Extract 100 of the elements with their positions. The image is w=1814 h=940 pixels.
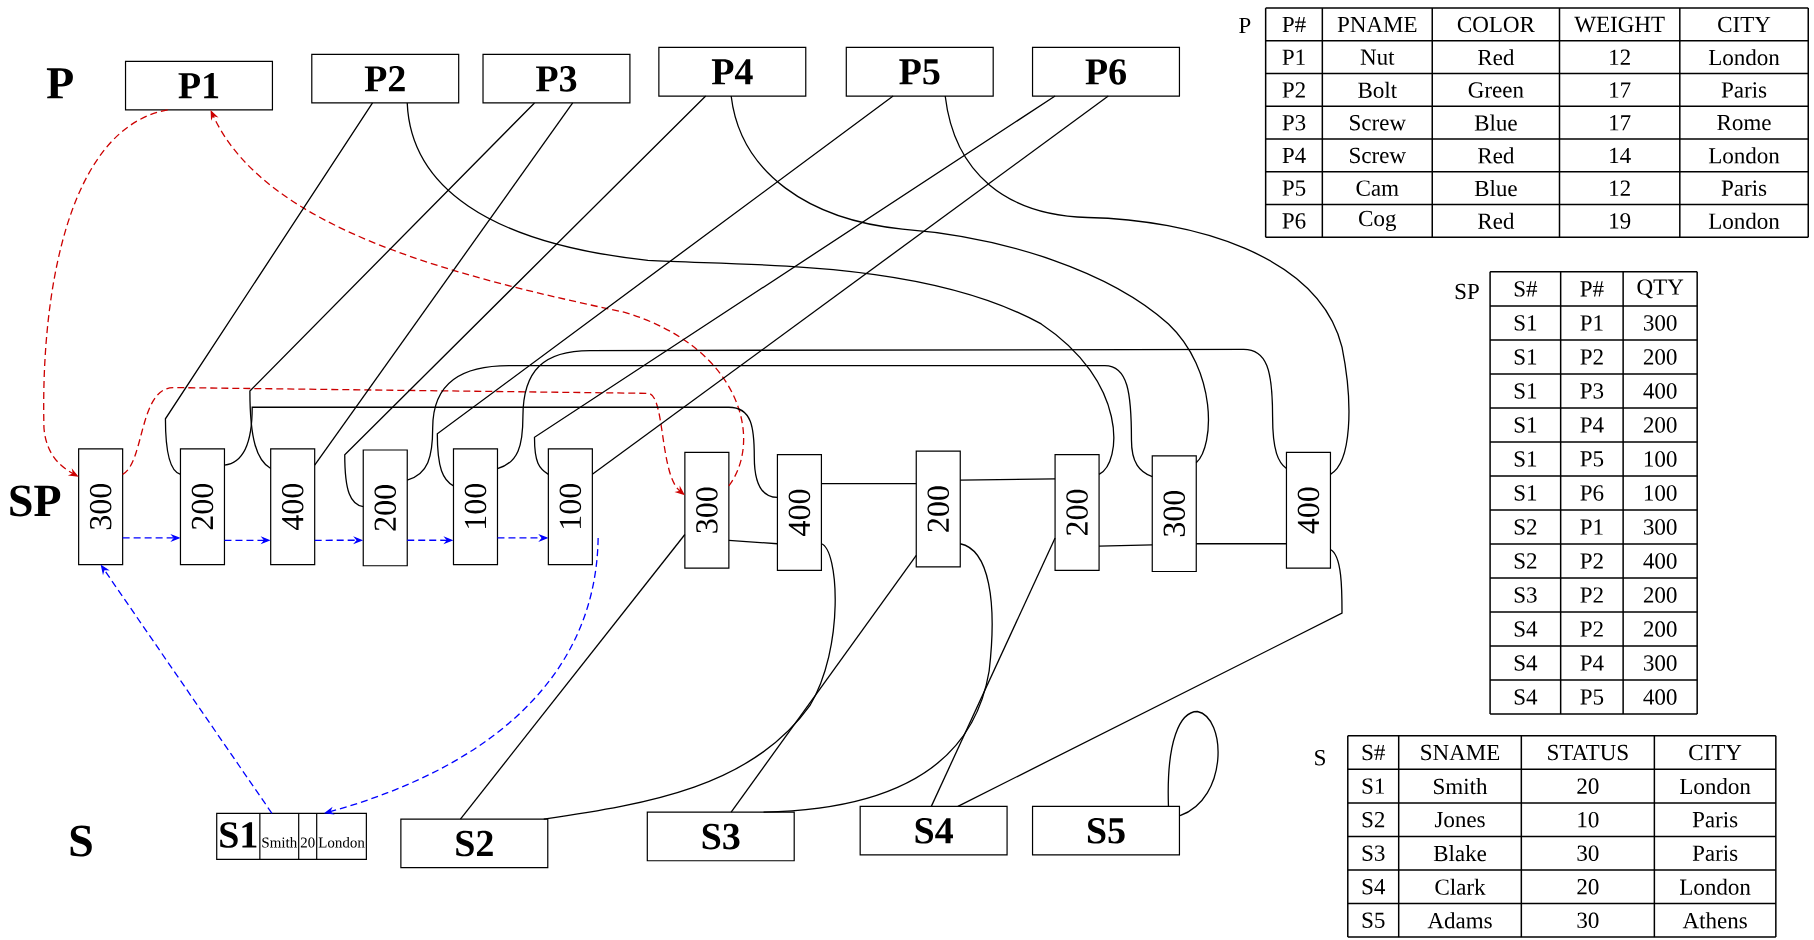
table-cell: QTY [1637, 279, 1684, 299]
connector-line [344, 95, 707, 508]
table-cell: S1 [1514, 383, 1537, 399]
table-cell: 20 [1577, 778, 1599, 794]
connector-line [957, 548, 1343, 807]
table-cell: P1 [1580, 519, 1603, 535]
table-cell: London [1680, 878, 1751, 895]
record-box: 400 [776, 454, 822, 571]
table-title: SP [1455, 283, 1479, 300]
connector-line [543, 543, 836, 820]
record-box: S4 [859, 805, 1008, 856]
table-cell: S1 [1514, 417, 1537, 433]
table-cell: P2 [1580, 553, 1603, 569]
table-cell: 300 [1644, 519, 1677, 535]
table-cell: P2 [1580, 349, 1603, 365]
table-cell: S4 [1362, 879, 1386, 895]
table-cell: London [1708, 147, 1780, 164]
table-cell: CITY [1689, 744, 1742, 761]
connector-line [406, 102, 1115, 475]
table-cell: WEIGHT [1574, 16, 1665, 33]
connector-line [164, 102, 374, 475]
table-cell: London [1680, 778, 1751, 795]
table-cell: S4 [1514, 655, 1538, 671]
table-cell: COLOR [1457, 16, 1535, 33]
table-cell: S2 [1514, 519, 1537, 535]
record-box: 200 [362, 449, 408, 567]
connector-line [591, 95, 1109, 475]
table-cell: P4 [1580, 417, 1604, 433]
table-cell: 200 [1643, 349, 1677, 365]
record-box: P5 [845, 46, 994, 97]
table-cell: P1 [1580, 315, 1603, 331]
record-box: 200 [179, 448, 226, 566]
record-box: 300 [78, 448, 124, 566]
table-cell: 400 [1643, 383, 1677, 399]
record-box: 400 [1285, 451, 1332, 569]
table-cell: Red [1478, 147, 1515, 164]
connector-line [1098, 544, 1153, 547]
table-cell: P# [1580, 281, 1604, 297]
table-cell: Jones [1434, 812, 1485, 828]
table-cell: STATUS [1548, 744, 1628, 761]
connector-line [728, 539, 779, 545]
record-box: S3 [646, 811, 795, 862]
table-cell: 300 [1644, 655, 1677, 671]
connector-line [496, 348, 1288, 470]
table-cell: Nut [1360, 49, 1395, 65]
record-box: 100 [452, 448, 499, 566]
table-title: S [1315, 750, 1325, 766]
connector-line [436, 95, 894, 487]
table-cell: Red [1478, 49, 1515, 66]
connector-line [930, 537, 1056, 807]
connector-line [314, 102, 574, 466]
table-cell: 400 [1643, 553, 1677, 569]
table-cell: 300 [1644, 315, 1677, 331]
table-cell: S4 [1514, 621, 1538, 637]
table-cell: Clark [1435, 878, 1486, 895]
connector-line [820, 482, 917, 485]
table-cell: Paris [1692, 811, 1738, 828]
record-box: 300 [1151, 455, 1197, 573]
connector-line [1195, 543, 1288, 545]
section-letter: SP [10, 485, 61, 517]
record-box: P1 [124, 60, 274, 111]
table-cell: Cam [1356, 180, 1399, 196]
table-cell: London [1708, 49, 1780, 66]
table-cell: P5 [1282, 180, 1306, 196]
section-letter: P [46, 68, 73, 99]
table-cell: S1 [1514, 349, 1537, 365]
connector-line [1167, 710, 1219, 817]
table-cell: P3 [1282, 114, 1306, 131]
table-cell: 200 [1643, 621, 1677, 637]
table-cell: SNAME [1421, 744, 1500, 761]
record-box: 200 [915, 450, 961, 568]
record-box: P2 [311, 53, 460, 104]
table-cell: S3 [1362, 845, 1385, 861]
table-cell: Adams [1427, 912, 1492, 929]
record-box: 300 [684, 451, 730, 569]
record-box: 400 [270, 448, 316, 566]
table-cell: 17 [1610, 115, 1631, 131]
table-cell: Paris [1721, 180, 1767, 196]
table-cell: 14 [1610, 147, 1631, 163]
table-cell: Smith [1434, 778, 1488, 795]
table-cell: 400 [1643, 689, 1677, 705]
table-cell: S4 [1514, 689, 1538, 705]
table-cell: S2 [1514, 553, 1537, 569]
table-cell: S# [1362, 744, 1385, 761]
table-cell: Screw [1350, 114, 1406, 131]
record-box: P6 [1031, 46, 1181, 97]
table-cell: Blake [1433, 845, 1487, 862]
table-cell: 10 [1578, 811, 1599, 828]
table-cell: P1 [1282, 49, 1305, 65]
record-box: P3 [482, 53, 631, 104]
table-title: P [1239, 17, 1251, 33]
table-cell: P4 [1282, 147, 1306, 163]
connector-line [730, 95, 1210, 464]
table-cell: P2 [1580, 587, 1603, 603]
table-cell: PNAME [1337, 16, 1417, 33]
table-cell: Green [1468, 82, 1524, 98]
connector-line [459, 533, 686, 820]
record-box: 100 [547, 448, 593, 566]
connector-line [944, 95, 1350, 475]
table-cell: 100 [1644, 485, 1677, 501]
